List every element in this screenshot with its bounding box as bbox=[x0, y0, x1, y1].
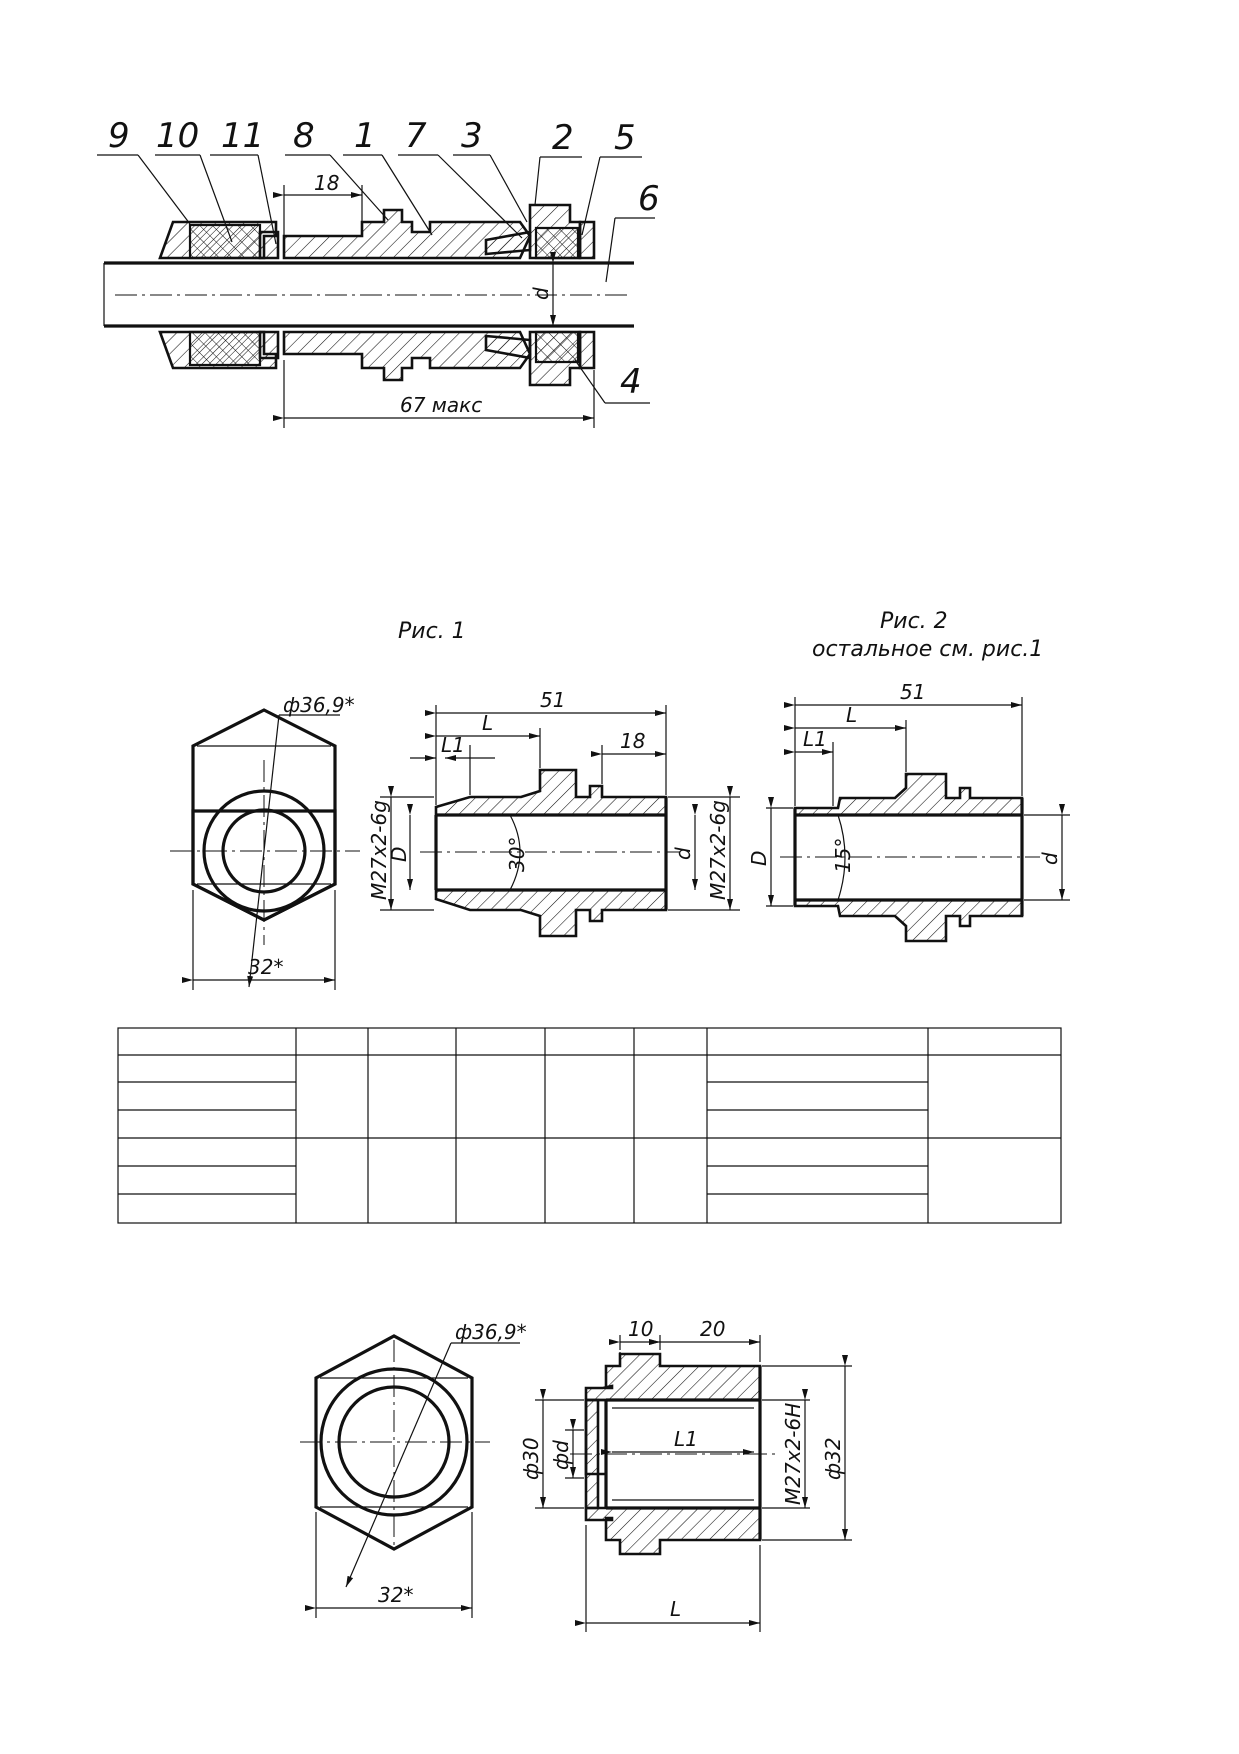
nut-hex-diameter: ф36,9* bbox=[455, 1320, 527, 1344]
nut-section-view: 10 20 ф30 фd L1 М27х2-6Н ф32 L bbox=[519, 1317, 852, 1632]
callout-4: 4 bbox=[620, 362, 642, 402]
callout-11: 11 bbox=[221, 116, 264, 156]
callout-5: 5 bbox=[614, 118, 636, 158]
nut-dim-L: L bbox=[670, 1597, 681, 1621]
callout-6: 6 bbox=[638, 179, 660, 219]
nut-dim-20: 20 bbox=[700, 1317, 725, 1341]
callout-7: 7 bbox=[405, 116, 427, 156]
fig2-dim-L1: L1 bbox=[803, 727, 827, 751]
callout-1: 1 bbox=[354, 116, 376, 156]
fig2-body-bottom bbox=[793, 898, 1024, 943]
nut-thread: М27х2-6Н bbox=[781, 1403, 805, 1505]
nut-dim-d: фd bbox=[549, 1440, 573, 1470]
fig2-dim-D: D bbox=[747, 851, 771, 866]
fig1-caption: Рис. 1 bbox=[398, 619, 466, 644]
callout-8: 8 bbox=[293, 116, 315, 156]
fig1-dim-d: d bbox=[671, 847, 695, 860]
nut-body-bottom bbox=[584, 1506, 762, 1556]
fig2-caption-line2: остальное см. рис.1 bbox=[812, 637, 1043, 662]
dim-67-assembly: 67 макс bbox=[273, 360, 595, 428]
body-1-bottom bbox=[282, 330, 532, 382]
fig1-dim-51: 51 bbox=[540, 688, 565, 712]
nut-dim-10: 10 bbox=[628, 1317, 653, 1341]
seal-3-top bbox=[534, 226, 580, 260]
callout-9: 9 bbox=[108, 116, 130, 156]
fig1-thread-left: М27х2-6g bbox=[367, 800, 391, 900]
fig1-hex-diameter: ф36,9* bbox=[283, 693, 355, 717]
callout-2: 2 bbox=[552, 118, 574, 158]
washer-5-top bbox=[578, 220, 596, 260]
fig1-body-top bbox=[434, 768, 668, 817]
nut-hex-view: ф36,9* 32* bbox=[300, 1320, 527, 1618]
dim-18-assembly: 18 bbox=[273, 171, 363, 236]
fig2-section-view: 51 L L1 D d 15° bbox=[747, 680, 1070, 943]
nut-hex-flats: 32* bbox=[378, 1583, 413, 1607]
packing-10 bbox=[188, 223, 262, 260]
nut-dim-32: ф32 bbox=[821, 1437, 845, 1480]
dim-d-label: d bbox=[529, 287, 553, 300]
dim-67-label: 67 макс bbox=[400, 393, 482, 417]
fig1-hex-flats: 32* bbox=[248, 955, 283, 979]
dim-18-label: 18 bbox=[314, 171, 339, 195]
fig1-body-bottom bbox=[434, 888, 668, 938]
fig1-section-view: 51 L L1 18 М27х2-6g D d М27х2-6g 30° bbox=[367, 688, 740, 938]
fig1-dim-L1: L1 bbox=[441, 733, 465, 757]
washer-11 bbox=[258, 230, 280, 260]
body-1-top bbox=[282, 208, 532, 260]
dim-d-assembly: d bbox=[529, 252, 556, 326]
fig1-dim-L: L bbox=[482, 711, 493, 735]
parameter-table bbox=[117, 1027, 1062, 1224]
fig2-dim-L: L bbox=[846, 703, 857, 727]
seal-3-bottom bbox=[534, 330, 580, 364]
fig1-dim-D: D bbox=[387, 847, 411, 862]
fig2-dim-51: 51 bbox=[900, 680, 925, 704]
fig2-dim-d: d bbox=[1038, 852, 1062, 865]
washer-5-bottom bbox=[578, 330, 596, 370]
washer-11-bottom bbox=[258, 330, 280, 360]
nut-body-top bbox=[584, 1352, 762, 1402]
callout-10: 10 bbox=[156, 116, 199, 156]
fig2-body-top bbox=[793, 772, 1024, 817]
nut-dim-30: ф30 bbox=[519, 1437, 543, 1480]
fig2-caption-line1: Рис. 2 bbox=[880, 609, 948, 634]
fig1-thread-right: М27х2-6g bbox=[706, 800, 730, 900]
cable-6 bbox=[103, 261, 634, 328]
fig2-angle: 15° bbox=[831, 838, 855, 873]
nut-dim-L1: L1 bbox=[674, 1427, 698, 1451]
assembly-drawing: 9 10 11 8 1 7 3 2 5 6 4 bbox=[97, 116, 660, 428]
fig1-angle: 30° bbox=[505, 837, 529, 872]
fig1-hex-view: ф36,9* 32* bbox=[170, 693, 360, 990]
callout-3: 3 bbox=[461, 116, 483, 156]
packing-10-bottom bbox=[188, 330, 262, 367]
fig1-dim-18: 18 bbox=[620, 729, 645, 753]
